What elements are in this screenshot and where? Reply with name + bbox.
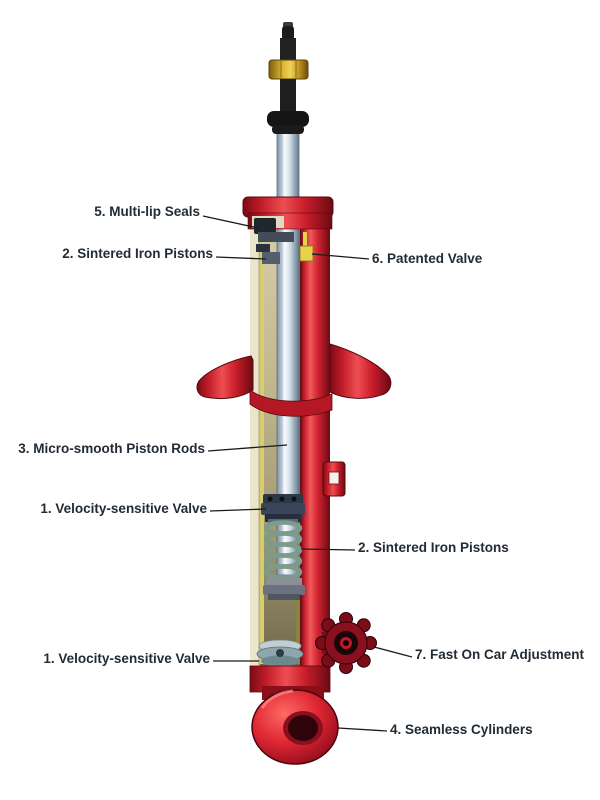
- label-velocity-sensitive-valve-lower: 1. Velocity-sensitive Valve: [43, 651, 210, 666]
- lower-piston-part: [263, 578, 305, 600]
- upper-piston-part: [261, 494, 305, 522]
- coil-spring: [263, 519, 303, 580]
- label-sintered-iron-pistons-upper: 2. Sintered Iron Pistons: [62, 246, 213, 261]
- leader-multi-lip-seals: [202, 215, 259, 229]
- spring-seat-front-band: [249, 389, 333, 417]
- label-micro-smooth-piston-rods: 3. Micro-smooth Piston Rods: [18, 441, 205, 456]
- label-sintered-iron-pistons-lower: 2. Sintered Iron Pistons: [358, 540, 509, 555]
- bump-stop: [267, 111, 309, 127]
- upper-sintered-piston-part: [262, 252, 280, 264]
- adjustment-gear: [315, 612, 377, 674]
- mount-bracket: [322, 461, 346, 497]
- hex-nut: [268, 59, 309, 80]
- label-fast-on-car-adjustment: 7. Fast On Car Adjustment: [415, 647, 585, 662]
- leader-micro-smooth-piston-rods: [207, 444, 288, 452]
- shock-absorber-illustration: [196, 22, 392, 765]
- leader-patented-valve: [311, 253, 370, 260]
- label-velocity-sensitive-valve-upper: 1. Velocity-sensitive Valve: [40, 501, 207, 516]
- leader-seamless-cylinders: [337, 727, 388, 732]
- outer-cylinder: [300, 222, 330, 688]
- base-valve-part: [256, 639, 304, 667]
- labels: 5. Multi-lip Seals 2. Sintered Iron Pist…: [18, 204, 584, 737]
- eye-mount: [251, 686, 339, 765]
- rod-end-top: [267, 22, 309, 134]
- leader-sintered-iron-pistons-lower: [300, 548, 356, 551]
- leader-fast-on-car-adjustment: [373, 646, 413, 658]
- spring-seat-right-wing: [329, 343, 392, 399]
- leader-sintered-iron-pistons-upper: [215, 256, 267, 260]
- leader-velocity-sensitive-valve-upper: [209, 508, 267, 512]
- label-multi-lip-seals: 5. Multi-lip Seals: [94, 204, 200, 219]
- spring-seat-left-wing: [196, 355, 254, 400]
- leader-lines: [202, 215, 413, 732]
- multi-lip-seal-part: [254, 218, 294, 252]
- label-seamless-cylinders: 4. Seamless Cylinders: [390, 722, 533, 737]
- label-patented-valve: 6. Patented Valve: [372, 251, 483, 266]
